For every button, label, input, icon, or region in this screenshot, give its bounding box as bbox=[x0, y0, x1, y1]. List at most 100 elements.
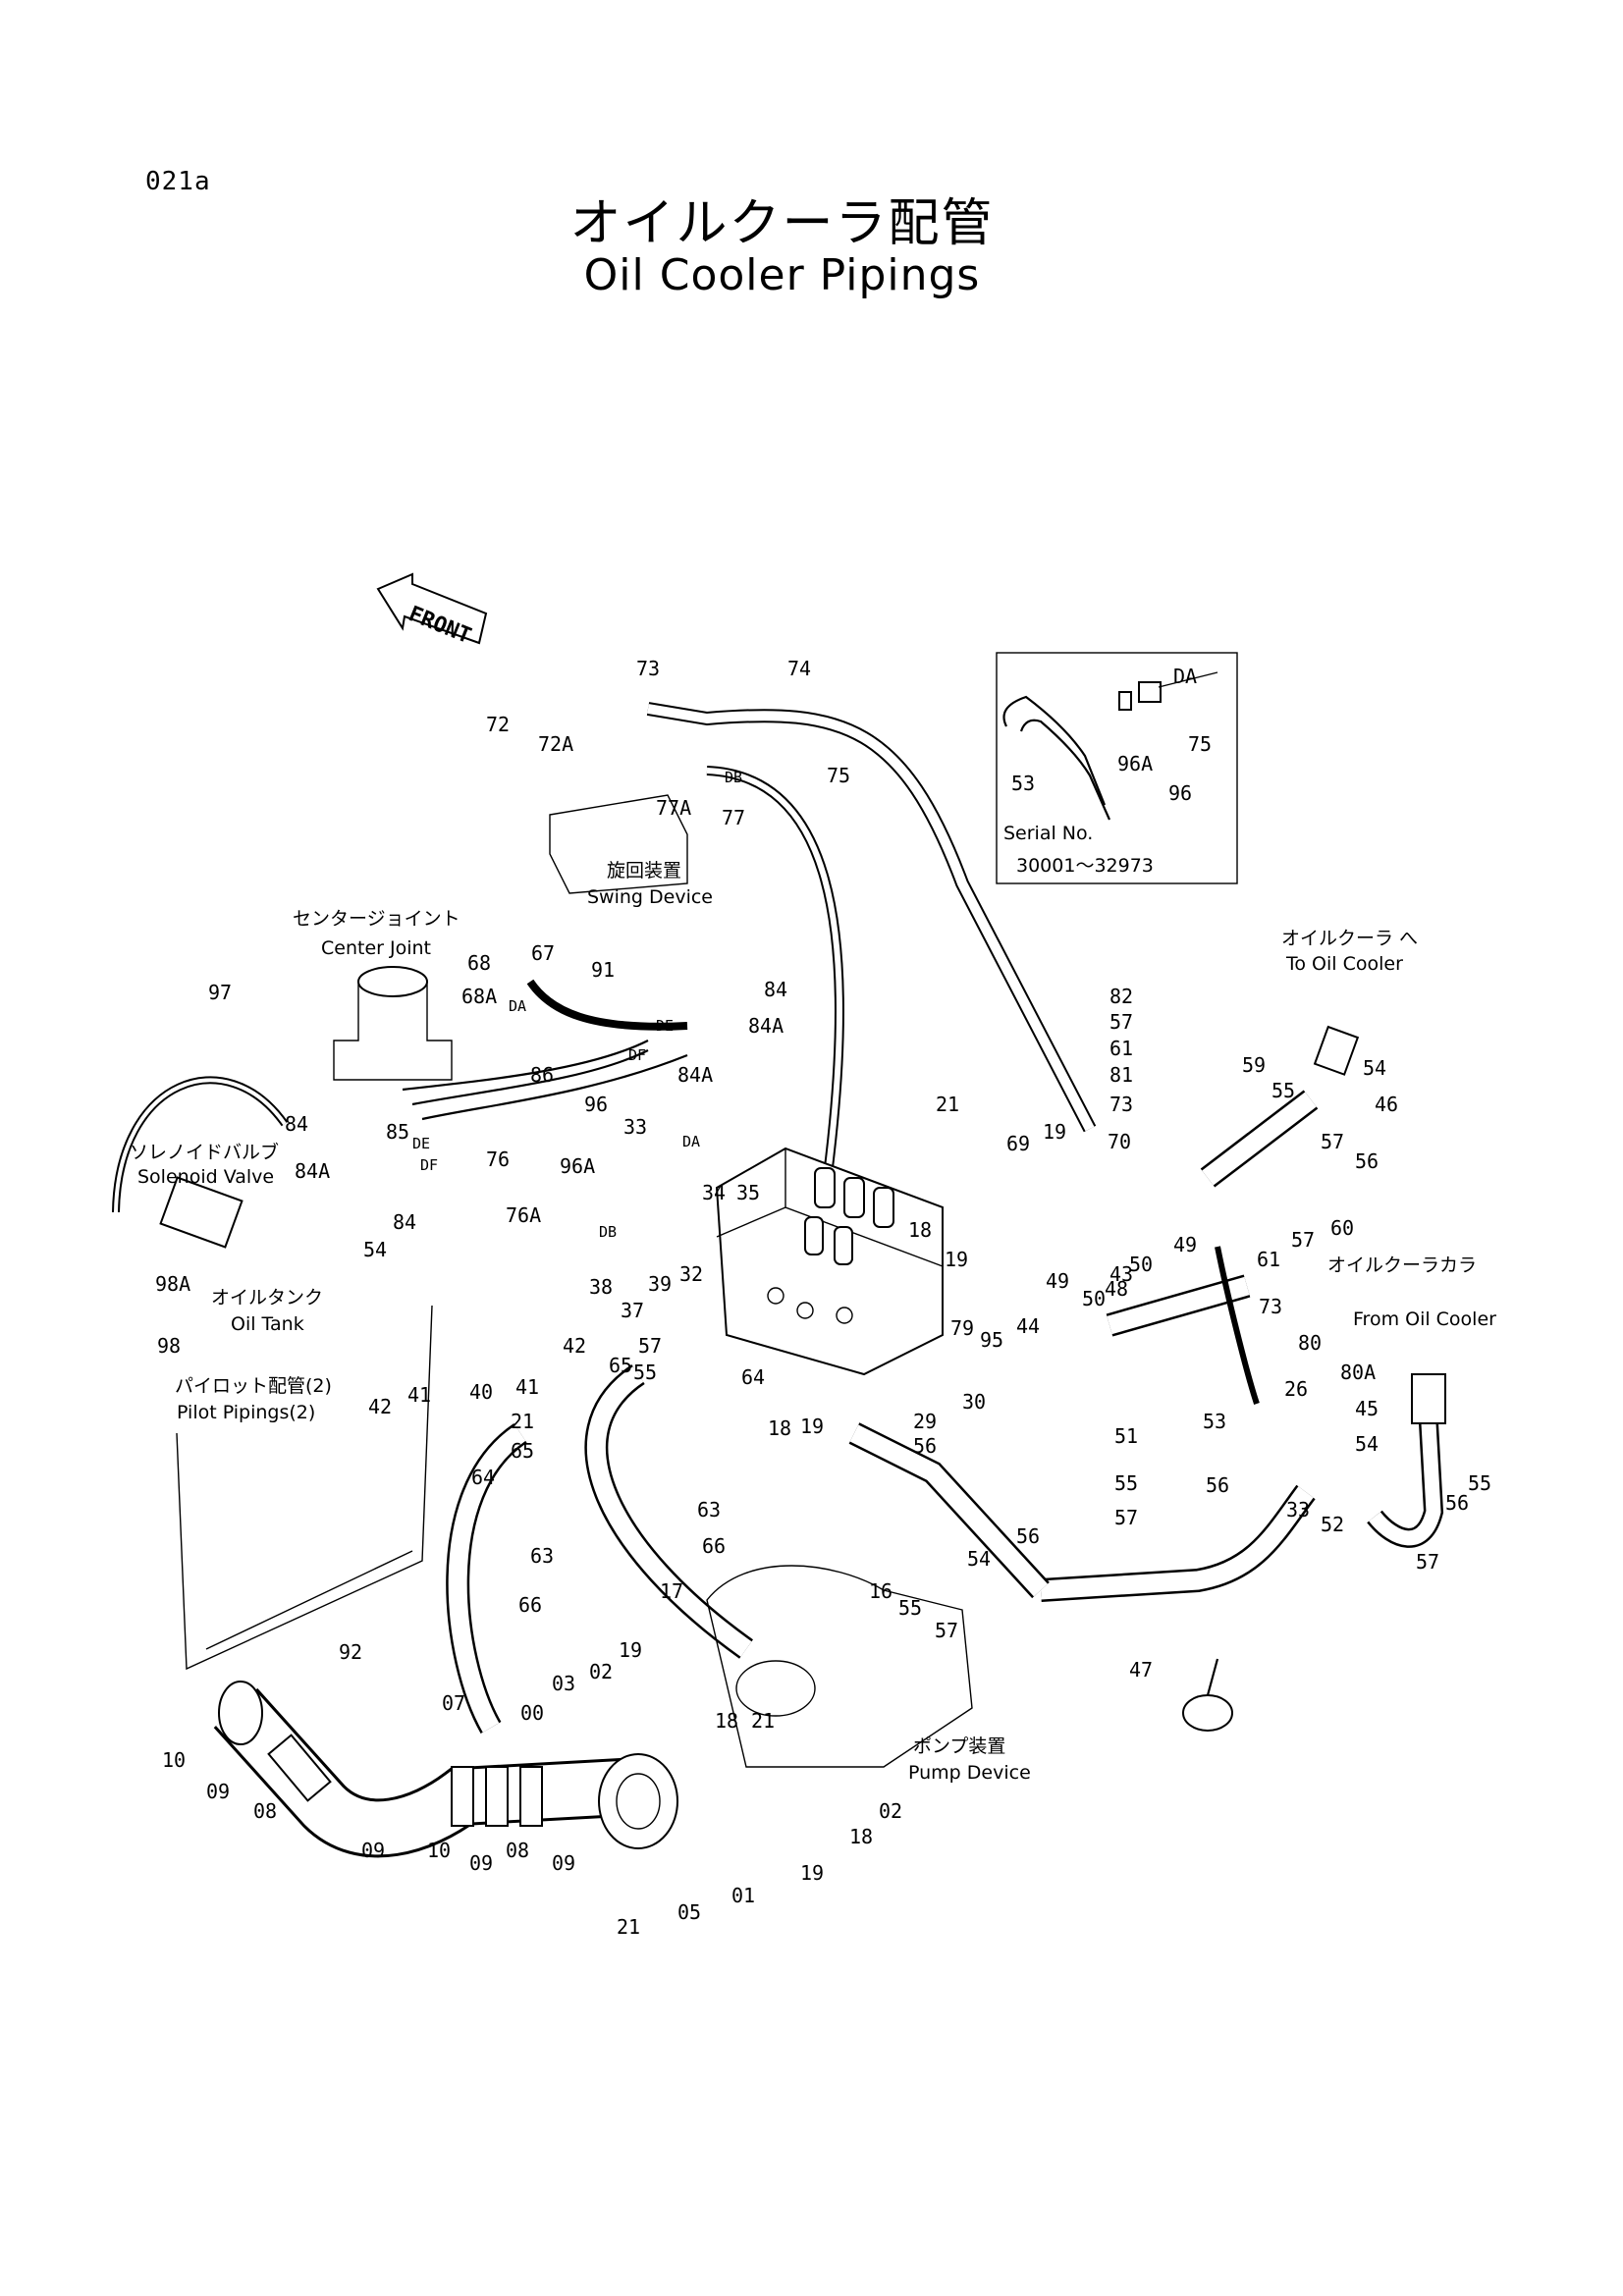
part-number: 84A bbox=[677, 1063, 713, 1087]
part-number: 10 bbox=[162, 1748, 186, 1772]
part-number: 57 bbox=[1416, 1550, 1439, 1574]
part-number: 32 bbox=[679, 1262, 703, 1286]
part-number: 73 bbox=[1109, 1093, 1133, 1116]
part-number: 84 bbox=[393, 1210, 416, 1234]
part-number: 63 bbox=[697, 1498, 721, 1522]
callout-pilot-pipings-jp: パイロット配管(2) bbox=[175, 1375, 332, 1397]
part-number: 57 bbox=[935, 1619, 958, 1642]
part-number: 21 bbox=[751, 1709, 775, 1733]
callout-from-oil-cooler-jp: オイルクーラカラ bbox=[1327, 1255, 1477, 1276]
part-number: 75 bbox=[827, 764, 850, 787]
callout-swing-device-jp: 旋回装置 bbox=[607, 860, 681, 881]
part-number: 18 bbox=[849, 1825, 873, 1848]
part-number: 92 bbox=[339, 1640, 362, 1664]
part-number: 43 bbox=[1109, 1262, 1133, 1286]
inset-part-da: DA bbox=[1173, 665, 1197, 688]
part-number: 02 bbox=[589, 1660, 613, 1683]
part-number: 09 bbox=[206, 1780, 230, 1803]
part-number: 53 bbox=[1203, 1410, 1226, 1433]
inset-part-96: 96 bbox=[1168, 781, 1192, 805]
part-number: 64 bbox=[471, 1466, 495, 1489]
part-number: 10 bbox=[427, 1839, 451, 1862]
part-number: 49 bbox=[1046, 1269, 1069, 1293]
part-number: 26 bbox=[1284, 1377, 1308, 1401]
part-number: 55 bbox=[898, 1596, 922, 1620]
part-number: 61 bbox=[1257, 1248, 1280, 1271]
part-number: 72A bbox=[538, 732, 573, 756]
part-number: 50 bbox=[1082, 1287, 1106, 1310]
callout-center-joint-jp: センタージョイント bbox=[293, 908, 460, 930]
part-number: 86 bbox=[530, 1063, 554, 1087]
part-number: 84A bbox=[748, 1014, 784, 1038]
part-number: 45 bbox=[1355, 1397, 1379, 1420]
part-number: 57 bbox=[638, 1334, 662, 1358]
part-number: 18 bbox=[768, 1416, 791, 1440]
part-number: 96 bbox=[584, 1093, 608, 1116]
part-number: 55 bbox=[1114, 1471, 1138, 1495]
callout-solenoid-valve-jp: ソレノイドバルブ bbox=[130, 1141, 279, 1163]
swing-device bbox=[549, 794, 688, 894]
part-number: 57 bbox=[1109, 1010, 1133, 1034]
part-number: 49 bbox=[1173, 1233, 1197, 1256]
part-number: 30 bbox=[962, 1390, 986, 1414]
part-number: 19 bbox=[800, 1861, 824, 1885]
part-number: 55 bbox=[1271, 1079, 1295, 1102]
callout-pilot-pipings-en: Pilot Pipings(2) bbox=[177, 1402, 315, 1423]
part-number: 55 bbox=[633, 1361, 657, 1384]
part-number: 18 bbox=[715, 1709, 738, 1733]
part-number: 85 bbox=[386, 1120, 409, 1144]
part-number: 03 bbox=[552, 1672, 575, 1695]
part-number: 97 bbox=[208, 981, 232, 1004]
part-number: 76A bbox=[506, 1203, 541, 1227]
part-number: 51 bbox=[1114, 1424, 1138, 1448]
part-number: 33 bbox=[1286, 1498, 1310, 1522]
part-number: 84 bbox=[285, 1112, 308, 1136]
part-number: 68A bbox=[461, 985, 497, 1008]
part-number: 54 bbox=[363, 1238, 387, 1261]
oil-tank-wall bbox=[176, 1305, 433, 1671]
part-number: 39 bbox=[648, 1272, 672, 1296]
part-number: 38 bbox=[589, 1275, 613, 1299]
callout-oil-tank-jp: オイルタンク bbox=[211, 1287, 323, 1308]
hose-lines bbox=[112, 702, 1097, 1213]
part-number: 60 bbox=[1330, 1216, 1354, 1240]
center-joint bbox=[333, 966, 453, 1081]
callout-pump-device-en: Pump Device bbox=[908, 1762, 1031, 1784]
serial-range: 30001～32973 bbox=[1016, 855, 1154, 877]
callout-swing-device-en: Swing Device bbox=[587, 886, 713, 908]
part-number: 81 bbox=[1109, 1063, 1133, 1087]
part-number: DB bbox=[725, 769, 742, 786]
part-number: 21 bbox=[511, 1410, 534, 1433]
part-number: 80 bbox=[1298, 1331, 1322, 1355]
page-title-english: Oil Cooler Pipings bbox=[583, 250, 981, 300]
part-number: 52 bbox=[1321, 1513, 1344, 1536]
part-number: 56 bbox=[1445, 1491, 1469, 1515]
callout-to-oil-cooler-en: To Oil Cooler bbox=[1285, 953, 1403, 975]
inset-part-75: 75 bbox=[1188, 732, 1212, 756]
solenoid-valve bbox=[159, 1176, 243, 1249]
part-number: 65 bbox=[609, 1354, 632, 1377]
part-number: 17 bbox=[660, 1579, 683, 1603]
part-number: 16 bbox=[869, 1579, 893, 1603]
suction-pipe bbox=[213, 1681, 678, 1858]
part-number: 42 bbox=[368, 1395, 392, 1418]
part-number: 40 bbox=[469, 1380, 493, 1404]
part-number: 57 bbox=[1114, 1506, 1138, 1529]
part-number: 82 bbox=[1109, 985, 1133, 1008]
part-number: 29 bbox=[913, 1410, 937, 1433]
part-number: 80A bbox=[1340, 1361, 1376, 1384]
part-number: 07 bbox=[442, 1691, 465, 1715]
part-number: 63 bbox=[530, 1544, 554, 1568]
part-number: 79 bbox=[950, 1316, 974, 1340]
control-valve bbox=[715, 1147, 944, 1376]
part-number: 33 bbox=[623, 1115, 647, 1139]
part-number: 50 bbox=[1129, 1253, 1153, 1276]
part-number: DA bbox=[509, 997, 526, 1015]
part-number: 84 bbox=[764, 978, 787, 1001]
part-number: 73 bbox=[1259, 1295, 1282, 1318]
part-number: 54 bbox=[967, 1547, 991, 1571]
callout-center-joint-en: Center Joint bbox=[321, 937, 431, 959]
part-number: DE bbox=[656, 1017, 674, 1035]
oil-cooler-pipe bbox=[848, 1025, 1446, 1602]
part-number: 69 bbox=[1006, 1132, 1030, 1155]
